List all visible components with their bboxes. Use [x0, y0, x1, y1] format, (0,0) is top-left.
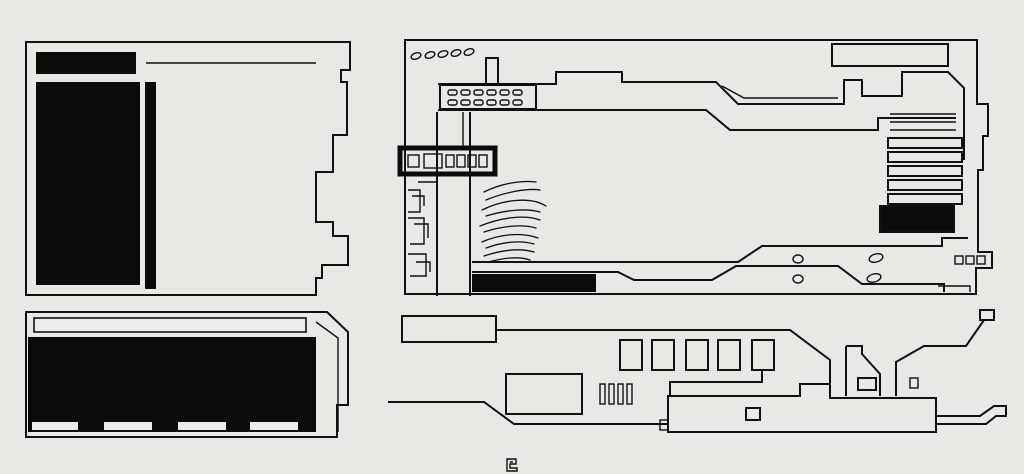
left-bottom-top-slot	[33, 317, 307, 333]
lower-main-trace	[496, 329, 831, 398]
lower-module-box	[505, 373, 583, 415]
right-board-outline	[404, 39, 993, 295]
lower-terminal-cap	[979, 309, 995, 321]
left-bottom-inner-channel	[315, 321, 339, 432]
left-top-side-strip	[145, 82, 156, 289]
lower-stepped-arm	[895, 319, 985, 396]
right-board-corner-parts	[938, 255, 986, 292]
right-board-bottom-ovals	[792, 253, 884, 284]
left-bottom-main-block	[28, 337, 316, 432]
right-board-scribble-cluster	[479, 180, 547, 263]
lower-tower	[845, 345, 881, 396]
left-bottom-notch-1	[32, 422, 78, 430]
right-board-left-brackets	[408, 181, 437, 277]
left-bottom-panel-outline	[25, 311, 349, 438]
lower-square-row	[619, 339, 775, 371]
left-top-main-block	[36, 82, 140, 285]
left-top-header-block	[36, 52, 136, 74]
lower-left-lead	[388, 401, 668, 425]
right-board-dark-module	[879, 205, 955, 233]
left-bottom-notch-3	[178, 422, 226, 430]
right-board-upper-channel	[438, 71, 965, 160]
right-board-channel-inner	[721, 85, 838, 99]
lower-base-cap	[659, 419, 669, 431]
right-main-board	[397, 39, 993, 296]
left-top-panel-outline	[25, 41, 351, 296]
right-board-vent-stack	[887, 113, 963, 205]
right-board-connector-box	[397, 145, 498, 177]
lower-small-tab	[909, 377, 919, 389]
lower-square-link	[669, 370, 763, 396]
right-board-divider-column	[436, 112, 471, 296]
right-board-cell-strip	[439, 84, 537, 110]
left-bottom-panel	[25, 311, 349, 438]
right-board-connector-slots	[407, 153, 488, 169]
lower-base-chip	[745, 407, 761, 421]
right-board-oval-row	[410, 48, 475, 60]
lower-long-bar	[401, 315, 497, 343]
stylized-letter-mark-icon	[506, 458, 518, 472]
left-bottom-notch-2	[104, 422, 152, 430]
right-board-second-channel	[438, 109, 956, 131]
lower-pin-row	[599, 383, 633, 405]
right-board-post	[485, 57, 499, 85]
right-board-lower-black-wedge	[472, 274, 596, 292]
left-bottom-notch-4	[250, 422, 298, 430]
right-board-cell-pills	[447, 89, 523, 106]
lower-right-lead	[936, 405, 1007, 425]
right-lower-assembly	[388, 309, 1007, 433]
right-board-lower-channel	[472, 237, 968, 292]
right-board-top-label-box	[831, 43, 949, 67]
left-top-panel	[25, 41, 351, 296]
lower-base-block	[667, 383, 937, 433]
